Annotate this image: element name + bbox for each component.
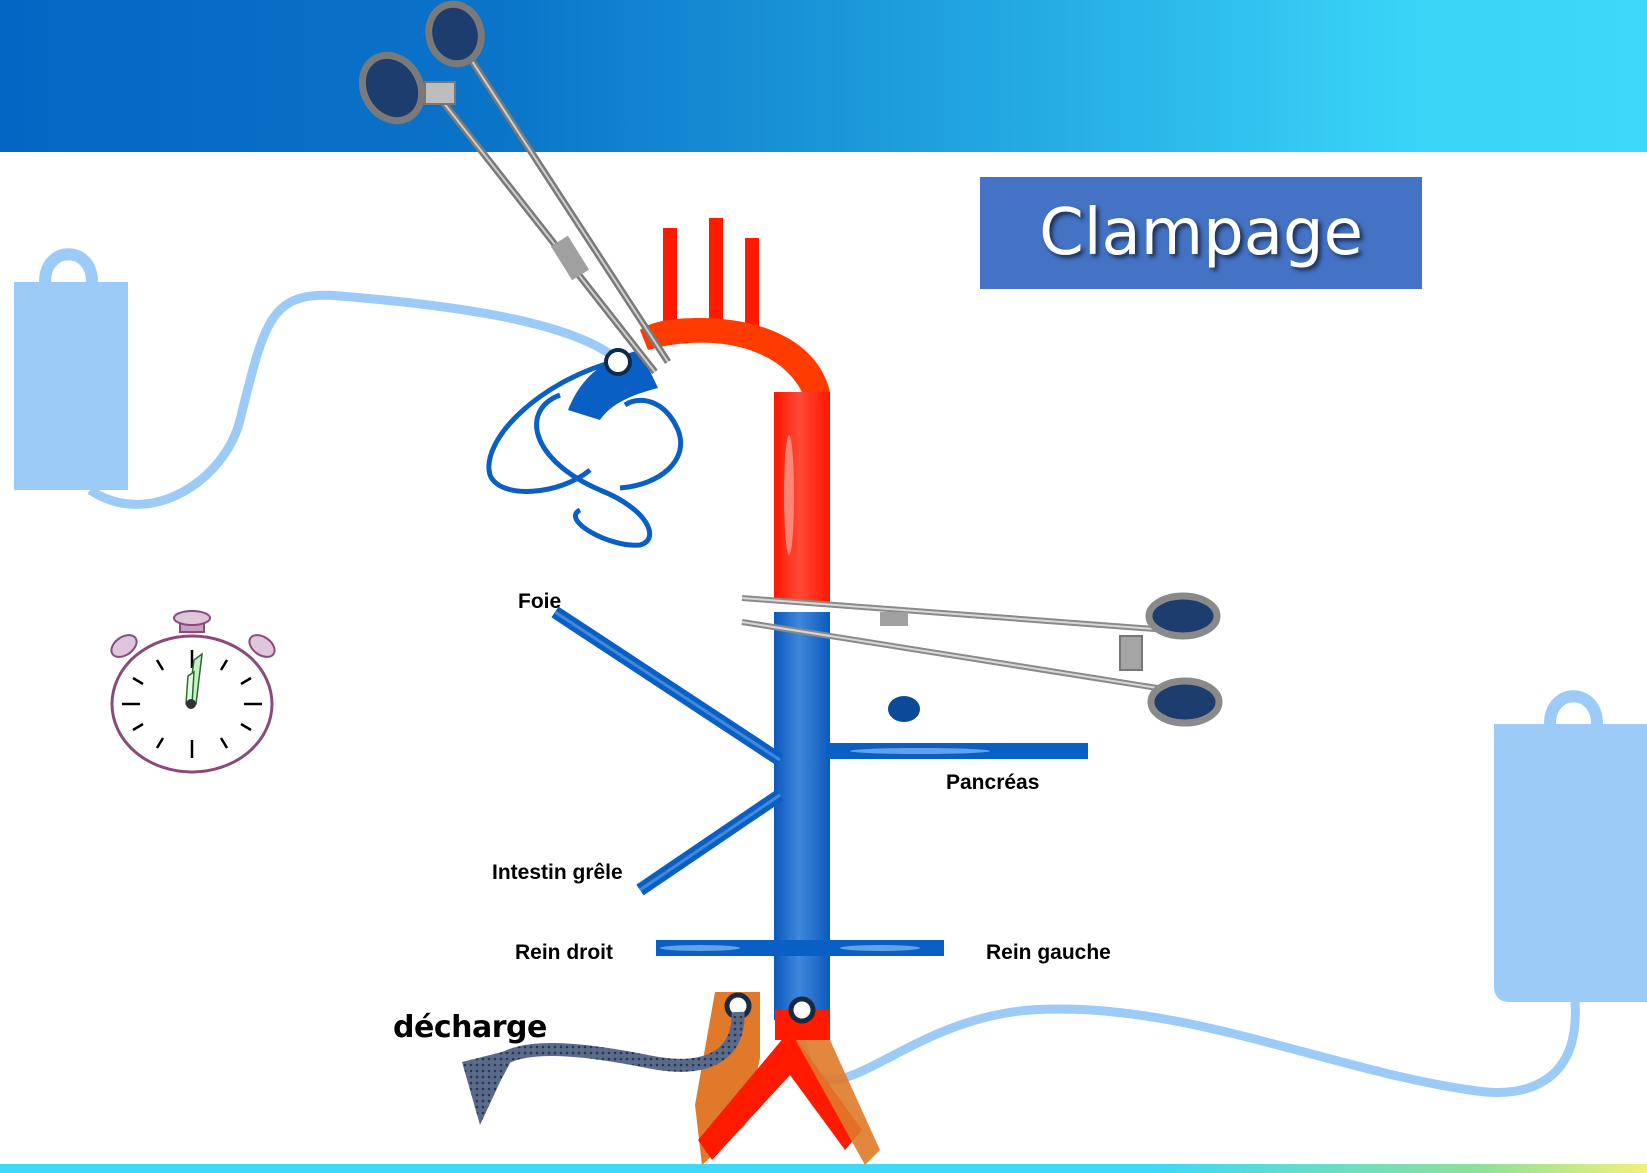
vessel-ostium [888,696,920,722]
title-box: Clampage [980,177,1422,289]
stopwatch-icon [107,611,278,772]
supra-aortic-branch [709,218,723,320]
page-title: Clampage [1039,196,1363,270]
label-foie: Foie [518,590,561,614]
label-intestin: Intestin grêle [492,861,623,885]
perfusion-bag-icon [14,254,128,490]
perfusion-bag-icon [1494,696,1647,1002]
label-rein-gauche: Rein gauche [986,941,1111,965]
label-pancreas: Pancréas [946,771,1039,795]
supra-aortic-branch [663,228,677,326]
label-rein-droit: Rein droit [515,941,613,965]
label-decharge: décharge [393,1010,547,1045]
perfusion-line-right [800,1002,1575,1092]
arrow-icon [462,1048,518,1125]
